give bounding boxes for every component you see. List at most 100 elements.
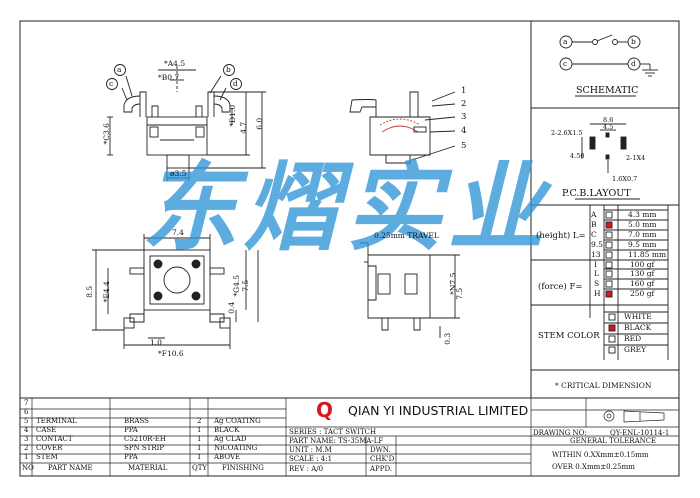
- height-code: A: [591, 210, 597, 219]
- bom-qty: 1: [197, 444, 202, 452]
- dim-travel: 0.25mm TRAVEL: [374, 231, 439, 240]
- tolerance-over: OVER 0.Xmm±0.25mm: [552, 463, 635, 471]
- stem-color-option: WHITE: [624, 312, 652, 321]
- callout-1: 1: [461, 86, 467, 96]
- front-view: [106, 64, 266, 181]
- force-code: L: [594, 269, 599, 278]
- stem-color-option: GREY: [624, 345, 647, 354]
- schematic-c: c: [563, 59, 568, 68]
- dim-74: 7.4: [172, 228, 184, 237]
- dim-60: 6.0: [255, 117, 265, 130]
- dwn-field: DWN.: [370, 446, 391, 454]
- dim-04: 0.4: [227, 301, 237, 314]
- bom-qty: 1: [197, 435, 202, 443]
- tolerance-title: GENERAL TOLERANCE: [570, 437, 657, 445]
- bom-material: BRASS: [124, 417, 149, 425]
- dim-b: *B0.7: [158, 73, 180, 82]
- unit-field: UNIT : M.M: [289, 446, 332, 454]
- drawing-no-label: DRAWING NO:: [533, 429, 587, 437]
- bom-part: STEM: [36, 453, 58, 461]
- force-code: S: [594, 279, 600, 288]
- options-table: [531, 205, 669, 360]
- bom-header-no: NO: [22, 464, 34, 472]
- chkd-field: CHK'D: [370, 455, 395, 463]
- force-value: 250 gf: [630, 289, 655, 298]
- schematic-a: a: [563, 37, 568, 46]
- force-code: H: [594, 289, 601, 298]
- bom-material: PPA: [124, 453, 138, 461]
- dim-a: *A4.5: [164, 59, 186, 68]
- pcb-2x15: 2-2.6X1.5: [551, 129, 583, 137]
- dim-dia35: ø3.5: [170, 169, 187, 178]
- force-value: 130 gf: [630, 269, 655, 278]
- bom-qty: 1: [197, 453, 202, 461]
- pcb-layout-diagram: [575, 123, 640, 200]
- force-value: 100 gf: [630, 260, 655, 269]
- bom-header-material: MATERIAL: [128, 464, 168, 472]
- bom-header-finishing: FINISHING: [222, 464, 264, 472]
- bom-finishing: Ag COATING: [214, 417, 261, 425]
- rev-field: REV : A/0: [289, 465, 324, 473]
- bom-header-qty: QTY: [192, 464, 208, 472]
- height-label: (height) L=: [536, 231, 586, 241]
- dim-n75b: 7.5: [455, 287, 465, 300]
- bom-qty: 2: [197, 417, 202, 425]
- callout-a: a: [117, 65, 122, 74]
- bom-part: COVER: [36, 444, 63, 452]
- company-logo: Q: [316, 398, 334, 422]
- bom-part: CASE: [36, 426, 57, 434]
- top-view: [92, 234, 259, 349]
- force-label: (force) F=: [538, 282, 583, 292]
- bom-part: CONTACT: [36, 435, 73, 443]
- bom-header-part: PART NAME: [48, 464, 93, 472]
- dim-03: 0.3: [443, 332, 453, 345]
- bom-no: 5: [24, 417, 29, 425]
- pcb-title: P.C.B.LAYOUT: [562, 188, 631, 199]
- bom-finishing: BLACK: [214, 426, 240, 434]
- part-name-field: PART NAME: TS-35MA-LF: [289, 437, 384, 445]
- watermark-text: 东熠实业: [136, 152, 572, 264]
- appd-field: APPD.: [370, 465, 393, 473]
- height-value: 4.3 mm: [628, 210, 657, 219]
- series-field: SERIES : TACT SWITCH: [289, 428, 377, 436]
- bom-material: PPA: [124, 426, 138, 434]
- schematic-b: b: [631, 37, 636, 46]
- height-code: C: [591, 230, 597, 239]
- bom-no: 2: [24, 444, 29, 452]
- pcb-21x4: 2-1X4: [626, 154, 646, 162]
- stem-color-option: BLACK: [624, 323, 652, 332]
- bom-no: 3: [24, 435, 29, 443]
- dim-e44: *E4.4: [101, 281, 111, 303]
- schematic-diagram: [559, 34, 658, 97]
- pcb-86: 8.6: [603, 116, 614, 124]
- dim-85: 8.5: [85, 285, 95, 298]
- drawing-no-value: QY-ENL-10114-1: [610, 429, 670, 437]
- title-block: [286, 398, 679, 476]
- callout-4: 4: [461, 126, 467, 136]
- dim-d: *D1.0: [228, 104, 238, 127]
- schematic-d: d: [631, 59, 636, 68]
- height-value: 9.5 mm: [628, 240, 657, 249]
- bom-finishing: NiCOATING: [214, 444, 258, 452]
- callout-5: 5: [461, 141, 467, 151]
- critical-dimension-note: * CRITICAL DIMENSION: [555, 381, 652, 390]
- bom-no: 1: [24, 453, 29, 461]
- scale-field: SCALE : 4:1: [289, 455, 333, 463]
- company-name: QIAN YI INDUSTRIAL LIMITED: [348, 403, 529, 418]
- tolerance-within: WITHIN 0.XXmm±0.15mm: [552, 451, 649, 459]
- bom-no: 7: [24, 399, 29, 407]
- dim-f106: *F10.6: [158, 349, 184, 358]
- pcb-450: 4.50: [570, 152, 585, 160]
- bom-finishing: Ag CLAD: [214, 435, 247, 443]
- bom-no: 6: [24, 408, 29, 416]
- callout-c: c: [109, 79, 114, 88]
- bom-qty: 1: [197, 426, 202, 434]
- callout-3: 3: [461, 112, 467, 122]
- height-value: 5.0 mm: [628, 220, 657, 229]
- bom-material: C5210R-EH: [124, 435, 167, 443]
- bottom-side-view: [360, 242, 460, 338]
- stem-color-label: STEM COLOR: [538, 331, 600, 341]
- dim-47: 4.7: [239, 121, 249, 134]
- bom-table: [20, 398, 287, 476]
